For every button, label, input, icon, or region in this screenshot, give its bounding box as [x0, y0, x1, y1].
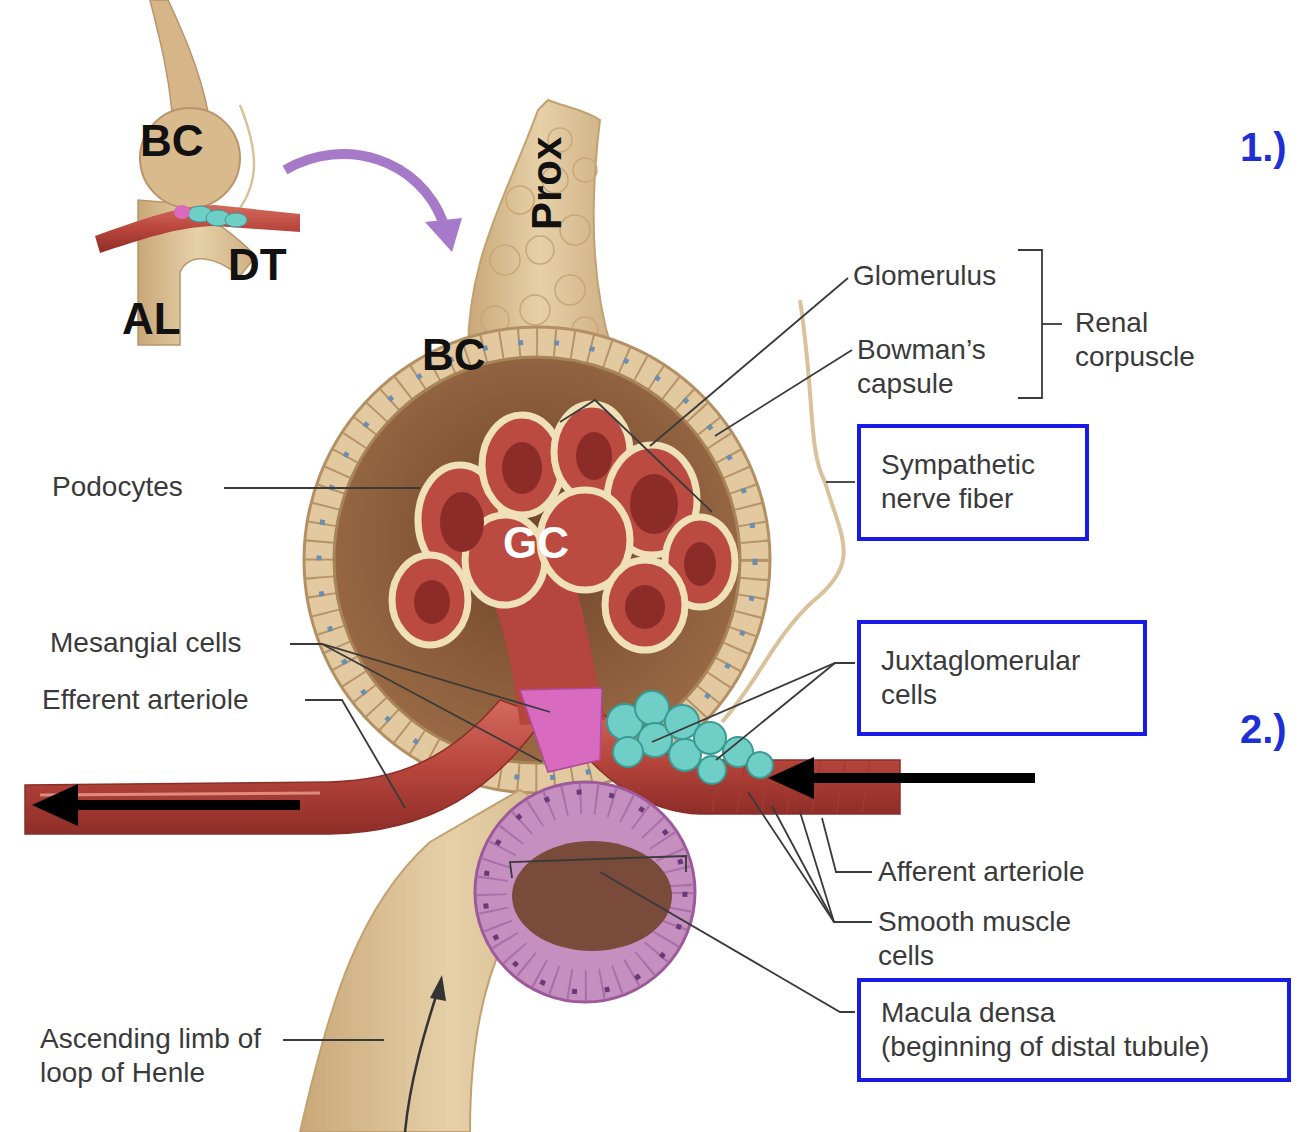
- part-label: Glomerulus: [853, 259, 996, 293]
- part-label: Afferent arteriole: [878, 855, 1085, 889]
- efferent-arteriole: [25, 700, 545, 834]
- inset-nephron: [95, 0, 300, 345]
- part-label: Ascending limb of loop of Henle: [40, 1022, 268, 1090]
- highlight-box: Macula densa(beginning of distal tubule): [857, 978, 1291, 1082]
- box-text: Juxtaglomerular cells: [881, 644, 1121, 712]
- highlight-box: Sympathetic nerve fiber: [857, 424, 1089, 541]
- highlight-box: Juxtaglomerular cells: [857, 620, 1147, 736]
- part-label: Smooth muscle cells: [878, 905, 1118, 973]
- abbreviation-label: GC: [503, 518, 569, 568]
- abbreviation-label: AL: [122, 294, 181, 344]
- glomerulus: [392, 404, 735, 725]
- zoom-arrow: [285, 154, 462, 252]
- part-label: Renal corpuscle: [1075, 306, 1235, 374]
- box-text: Sympathetic nerve fiber: [881, 448, 1065, 516]
- box-text: Macula densa: [881, 996, 1267, 1030]
- callout-number: 1.): [1240, 124, 1287, 170]
- abbreviation-label: BC: [422, 330, 486, 380]
- flow-arrow: [405, 975, 446, 1132]
- abbreviation-label: DT: [228, 240, 287, 290]
- proximal-tubule: [468, 100, 612, 360]
- juxtaglomerular-cells: [607, 691, 773, 784]
- mesangial-cells: [520, 688, 602, 772]
- flow-arrow: [32, 757, 1035, 826]
- part-label: Efferent arteriole: [42, 683, 249, 717]
- callout-number: 2.): [1240, 706, 1287, 752]
- bowmans-capsule: [304, 327, 770, 793]
- nerve-fiber: [722, 300, 844, 722]
- abbreviation-label: Prox: [522, 137, 572, 230]
- macula-densa: [475, 782, 695, 1002]
- part-label: Bowman’s capsule: [857, 333, 1017, 401]
- box-text: (beginning of distal tubule): [881, 1030, 1267, 1064]
- part-label: Mesangial cells: [50, 626, 241, 660]
- part-label: Podocytes: [52, 470, 183, 504]
- abbreviation-label: BC: [140, 116, 204, 166]
